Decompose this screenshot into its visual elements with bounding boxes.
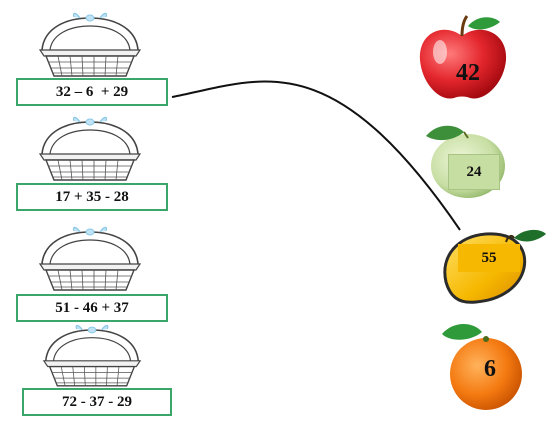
basket-icon xyxy=(38,226,142,291)
expression-text: 32 – 6 + 29 xyxy=(55,83,129,100)
basket-icon xyxy=(38,12,142,77)
apple-number: 42 xyxy=(456,59,480,86)
orange-number: 6 xyxy=(484,355,496,382)
orange-icon[interactable] xyxy=(436,318,532,414)
basket-icon xyxy=(42,324,142,387)
expression-box-1[interactable]: 32 – 6 + 29 xyxy=(16,78,168,106)
expression-box-2[interactable]: 17 + 35 - 28 xyxy=(16,183,168,211)
guava-number: 24 xyxy=(448,154,500,190)
mango-number: 55 xyxy=(458,244,520,272)
expression-text: 72 - 37 - 29 xyxy=(62,393,132,410)
expression-box-4[interactable]: 72 - 37 - 29 xyxy=(22,388,172,416)
expression-text: 17 + 35 - 28 xyxy=(55,188,129,205)
expression-text: 51 - 46 + 37 xyxy=(55,299,129,316)
basket-icon xyxy=(38,116,142,181)
expression-box-3[interactable]: 51 - 46 + 37 xyxy=(16,294,168,322)
apple-icon[interactable] xyxy=(414,12,510,104)
